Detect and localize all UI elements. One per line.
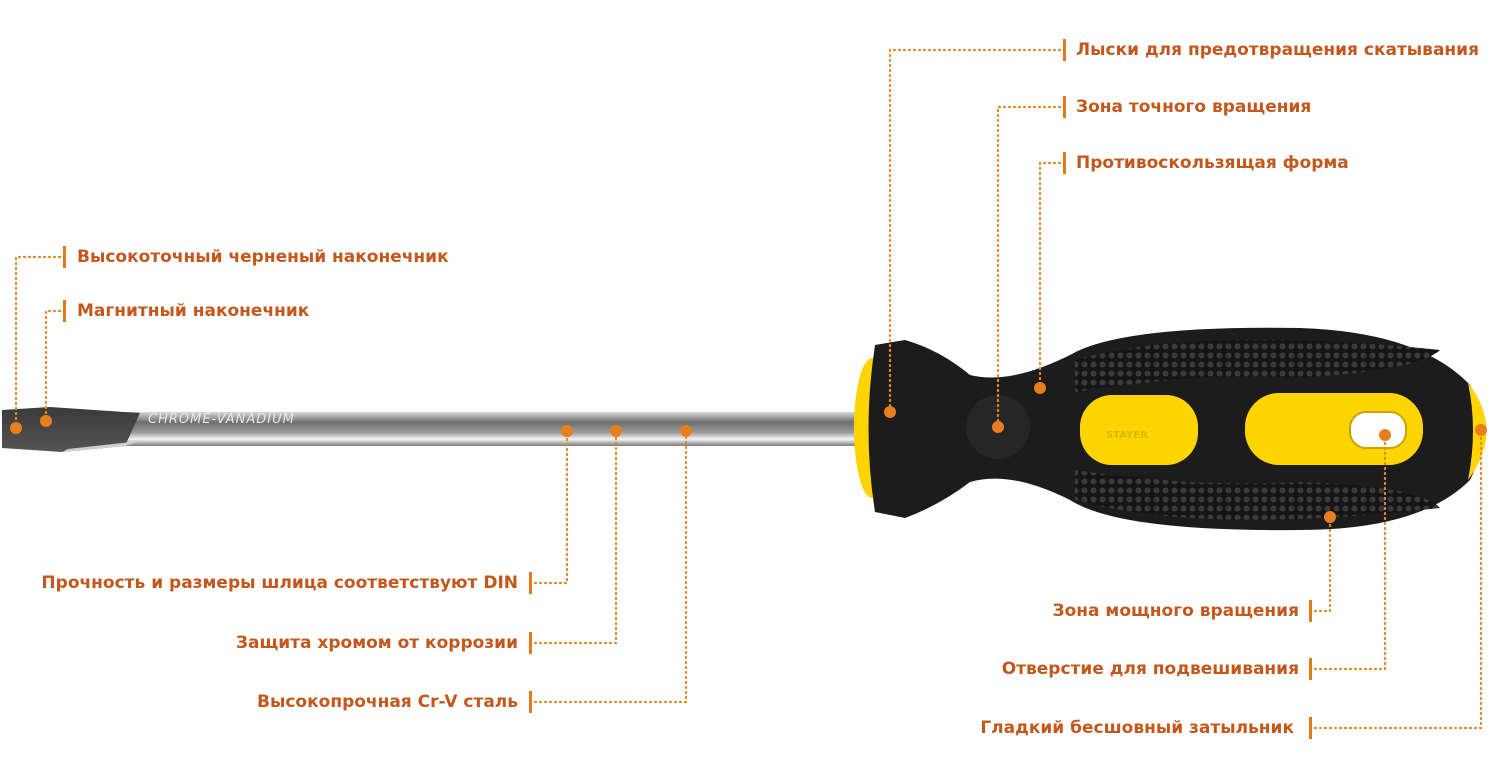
label-bar (63, 246, 66, 268)
callout-magnetic-tip: Магнитный наконечник (77, 301, 310, 321)
marker-dot (680, 425, 692, 437)
label-bar (1309, 658, 1312, 680)
label-bar (529, 572, 532, 594)
callout-anti-roll-flats: Лыски для предотвращения скатывания (1076, 40, 1479, 60)
callout-power-rotation: Зона мощного вращения (1052, 601, 1299, 621)
marker-dot (561, 425, 573, 437)
marker-dot (1475, 424, 1487, 436)
label-bar (1063, 96, 1066, 118)
hanging-hole (1349, 411, 1407, 449)
shaft-engraving: CHROME-VANADIUM (148, 412, 295, 427)
markers (10, 382, 1487, 523)
slotted-tip (2, 407, 140, 452)
shaft: CHROME-VANADIUM (120, 412, 865, 446)
marker-dot (10, 422, 22, 434)
callout-din-standard: Прочность и размеры шлица соответствуют … (41, 573, 518, 593)
callout-chrome-protection: Защита хромом от коррозии (235, 633, 518, 653)
marker-dot (884, 406, 896, 418)
callout-blackened-tip: Высокоточный черненый наконечник (77, 247, 449, 267)
callout-anti-slip-shape: Противоскользящая форма (1076, 153, 1349, 173)
label-bar (1309, 600, 1312, 622)
marker-dot (992, 421, 1004, 433)
callout-hanging-hole: Отверстие для подвешивания (1001, 659, 1299, 679)
handle: STAYER (854, 327, 1487, 531)
brand-logo: STAYER (1106, 430, 1148, 441)
callout-crv-steel: Высокопрочная Cr-V сталь (257, 692, 518, 712)
marker-dot (1034, 382, 1046, 394)
marker-dot (40, 415, 52, 427)
label-bar (529, 691, 532, 713)
callout-precision-rotation: Зона точного вращения (1076, 97, 1312, 117)
label-bar (529, 632, 532, 654)
callout-smooth-end-cap: Гладкий бесшовный затыльник (980, 718, 1294, 738)
label-bar (1309, 717, 1312, 739)
label-bar (1063, 152, 1066, 174)
leader-lines (14, 48, 1483, 730)
marker-dot (610, 425, 622, 437)
marker-dot (1379, 429, 1391, 441)
label-bar (1063, 39, 1066, 61)
label-bar (63, 300, 66, 322)
marker-dot (1324, 511, 1336, 523)
